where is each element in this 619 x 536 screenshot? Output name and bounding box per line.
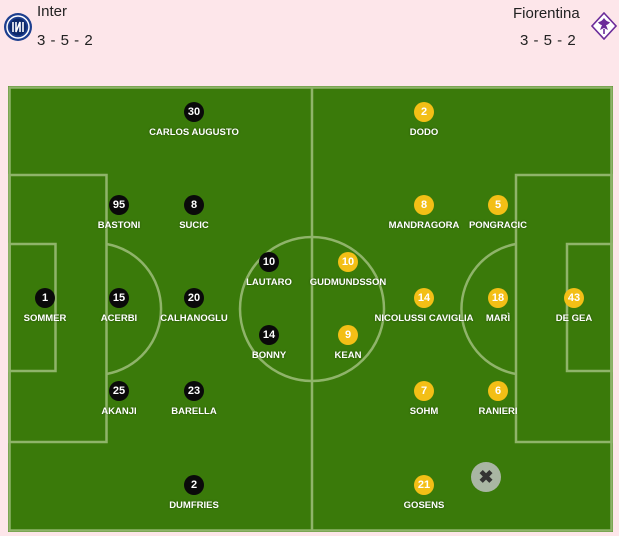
player-name: CARLOS AUGUSTO <box>149 127 239 138</box>
football-pitch <box>8 86 613 532</box>
player-name: ACERBI <box>100 313 138 324</box>
player-name: MARÌ <box>485 313 511 324</box>
player-number: 25 <box>109 381 129 401</box>
away-player[interactable]: 43 DE GEA <box>514 288 619 324</box>
home-player[interactable]: 10 LAUTARO <box>209 252 329 288</box>
player-number: 14 <box>259 325 279 345</box>
home-player[interactable]: 14 BONNY <box>209 325 329 361</box>
player-name: BASTONI <box>97 220 141 231</box>
player-name: LAUTARO <box>246 277 292 288</box>
player-number: 8 <box>414 195 434 215</box>
pitch-lines <box>8 86 613 532</box>
away-player[interactable]: 14 NICOLUSSI CAVIGLIA <box>364 288 484 324</box>
player-name: MANDRAGORA <box>388 220 460 231</box>
home-player[interactable]: 2 DUMFRIES <box>134 475 254 511</box>
player-number: 23 <box>184 381 204 401</box>
player-name: AKANJI <box>101 406 137 417</box>
player-name: KEAN <box>334 350 362 361</box>
player-name: BONNY <box>251 350 287 361</box>
home-player[interactable]: 25 AKANJI <box>59 381 179 417</box>
player-name: SOMMER <box>23 313 67 324</box>
home-player[interactable]: 8 SUCIC <box>134 195 254 231</box>
away-team-name: Fiorentina <box>513 5 580 22</box>
player-number: 14 <box>414 288 434 308</box>
inter-logo-icon <box>3 12 33 47</box>
home-formation: 3 - 5 - 2 <box>37 32 94 49</box>
player-number: 6 <box>488 381 508 401</box>
away-player[interactable]: 8 MANDRAGORA <box>364 195 484 231</box>
player-name: CALHANOGLU <box>160 313 228 324</box>
player-number: 30 <box>184 102 204 122</box>
player-number: 2 <box>184 475 204 495</box>
player-number: 8 <box>184 195 204 215</box>
player-name: GOSENS <box>403 500 445 511</box>
player-name: PONGRACIC <box>468 220 528 231</box>
player-name: GUDMUNDSSON <box>309 277 387 288</box>
close-icon[interactable]: ✖ <box>471 462 501 492</box>
player-name: DE GEA <box>555 313 593 324</box>
player-number: 10 <box>259 252 279 272</box>
player-number: 9 <box>338 325 358 345</box>
player-name: DUMFRIES <box>169 500 219 511</box>
player-number: 10 <box>338 252 358 272</box>
away-player[interactable]: 18 MARÌ <box>438 288 558 324</box>
player-name: RANIERI <box>478 406 518 417</box>
player-name: DODO <box>409 127 439 138</box>
away-player[interactable]: 6 RANIERI <box>438 381 558 417</box>
home-player[interactable]: 95 BASTONI <box>59 195 179 231</box>
away-player[interactable]: 21 GOSENS <box>364 475 484 511</box>
player-name: BARELLA <box>171 406 217 417</box>
player-number: 5 <box>488 195 508 215</box>
player-number: 21 <box>414 475 434 495</box>
away-player[interactable]: 2 DODO <box>364 102 484 138</box>
home-player[interactable]: 1 SOMMER <box>0 288 105 324</box>
player-number: 15 <box>109 288 129 308</box>
player-number: 95 <box>109 195 129 215</box>
player-number: 1 <box>35 288 55 308</box>
player-name: SOHM <box>409 406 439 417</box>
away-player[interactable]: 5 PONGRACIC <box>438 195 558 231</box>
player-name: NICOLUSSI CAVIGLIA <box>374 313 474 324</box>
away-player[interactable]: 9 KEAN <box>288 325 408 361</box>
fiorentina-logo-icon <box>590 11 618 45</box>
home-player[interactable]: 23 BARELLA <box>134 381 254 417</box>
away-player[interactable]: 7 SOHM <box>364 381 484 417</box>
away-player[interactable]: 10 GUDMUNDSSON <box>288 252 408 288</box>
home-player[interactable]: 20 CALHANOGLU <box>134 288 254 324</box>
away-formation: 3 - 5 - 2 <box>520 32 577 49</box>
home-player[interactable]: 15 ACERBI <box>59 288 179 324</box>
player-number: 2 <box>414 102 434 122</box>
home-player[interactable]: 30 CARLOS AUGUSTO <box>134 102 254 138</box>
player-number: 20 <box>184 288 204 308</box>
player-number: 43 <box>564 288 584 308</box>
player-number: 7 <box>414 381 434 401</box>
player-name: SUCIC <box>179 220 209 231</box>
player-number: 18 <box>488 288 508 308</box>
home-team-name: Inter <box>37 3 68 20</box>
